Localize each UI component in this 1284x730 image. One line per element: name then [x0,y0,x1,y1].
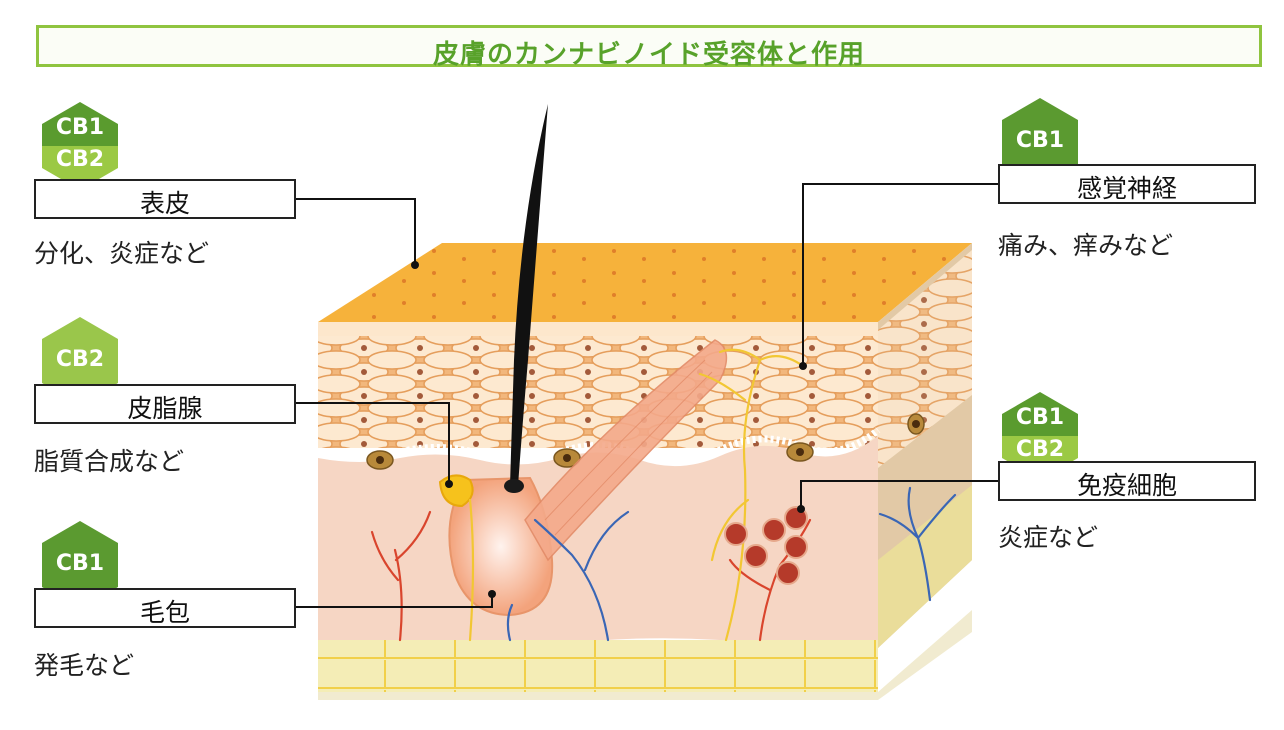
hair-shaft [510,104,548,486]
receptor-label: CB1 [1015,405,1065,430]
epidermis-layer [318,336,878,448]
receptor-label: CB1 [1015,128,1065,153]
label-text: 毛包 [139,598,190,627]
melanocytes [366,413,925,470]
title-banner: 皮膚のカンナビノイド受容体と作用 [36,25,1262,70]
label-text: 表皮 [139,189,190,218]
receptor-label: CB1 [55,115,105,140]
label-immune-cells: 免疫細胞 [998,461,1256,501]
label-sebaceous-gland: 皮脂腺 [34,384,296,424]
label-epidermis: 表皮 [34,179,296,219]
subcutaneous-fat-layer [318,640,878,692]
effect-hair-follicle: 発毛など [34,651,135,680]
stratum-corneum-band [318,322,878,336]
arrector-pili-muscle [524,339,728,562]
label-text: 感覚神経 [1076,174,1177,203]
effect-epidermis: 分化、炎症など [34,239,210,268]
receptor-label: CB2 [55,347,105,372]
effect-immune-cells: 炎症など [998,523,1099,552]
label-hair-follicle: 毛包 [34,588,296,628]
diagram-title: 皮膚のカンナビノイド受容体と作用 [432,40,865,70]
label-sensory-nerve: 感覚神経 [998,164,1256,204]
effect-sensory-nerve: 痛み、痒みなど [998,231,1174,260]
effect-sebaceous-gland: 脂質合成など [34,447,185,476]
label-text: 免疫細胞 [1076,471,1177,500]
basement-membrane [317,427,881,465]
receptor-label: CB1 [55,551,105,576]
immune-cell-cluster [724,506,808,585]
label-text: 皮脂腺 [127,394,203,423]
receptor-label: CB2 [55,147,105,172]
leader-lines [294,183,1000,608]
receptor-label: CB2 [1015,437,1065,462]
sensory-nerves [468,348,805,642]
skin-top-surface [318,243,972,322]
